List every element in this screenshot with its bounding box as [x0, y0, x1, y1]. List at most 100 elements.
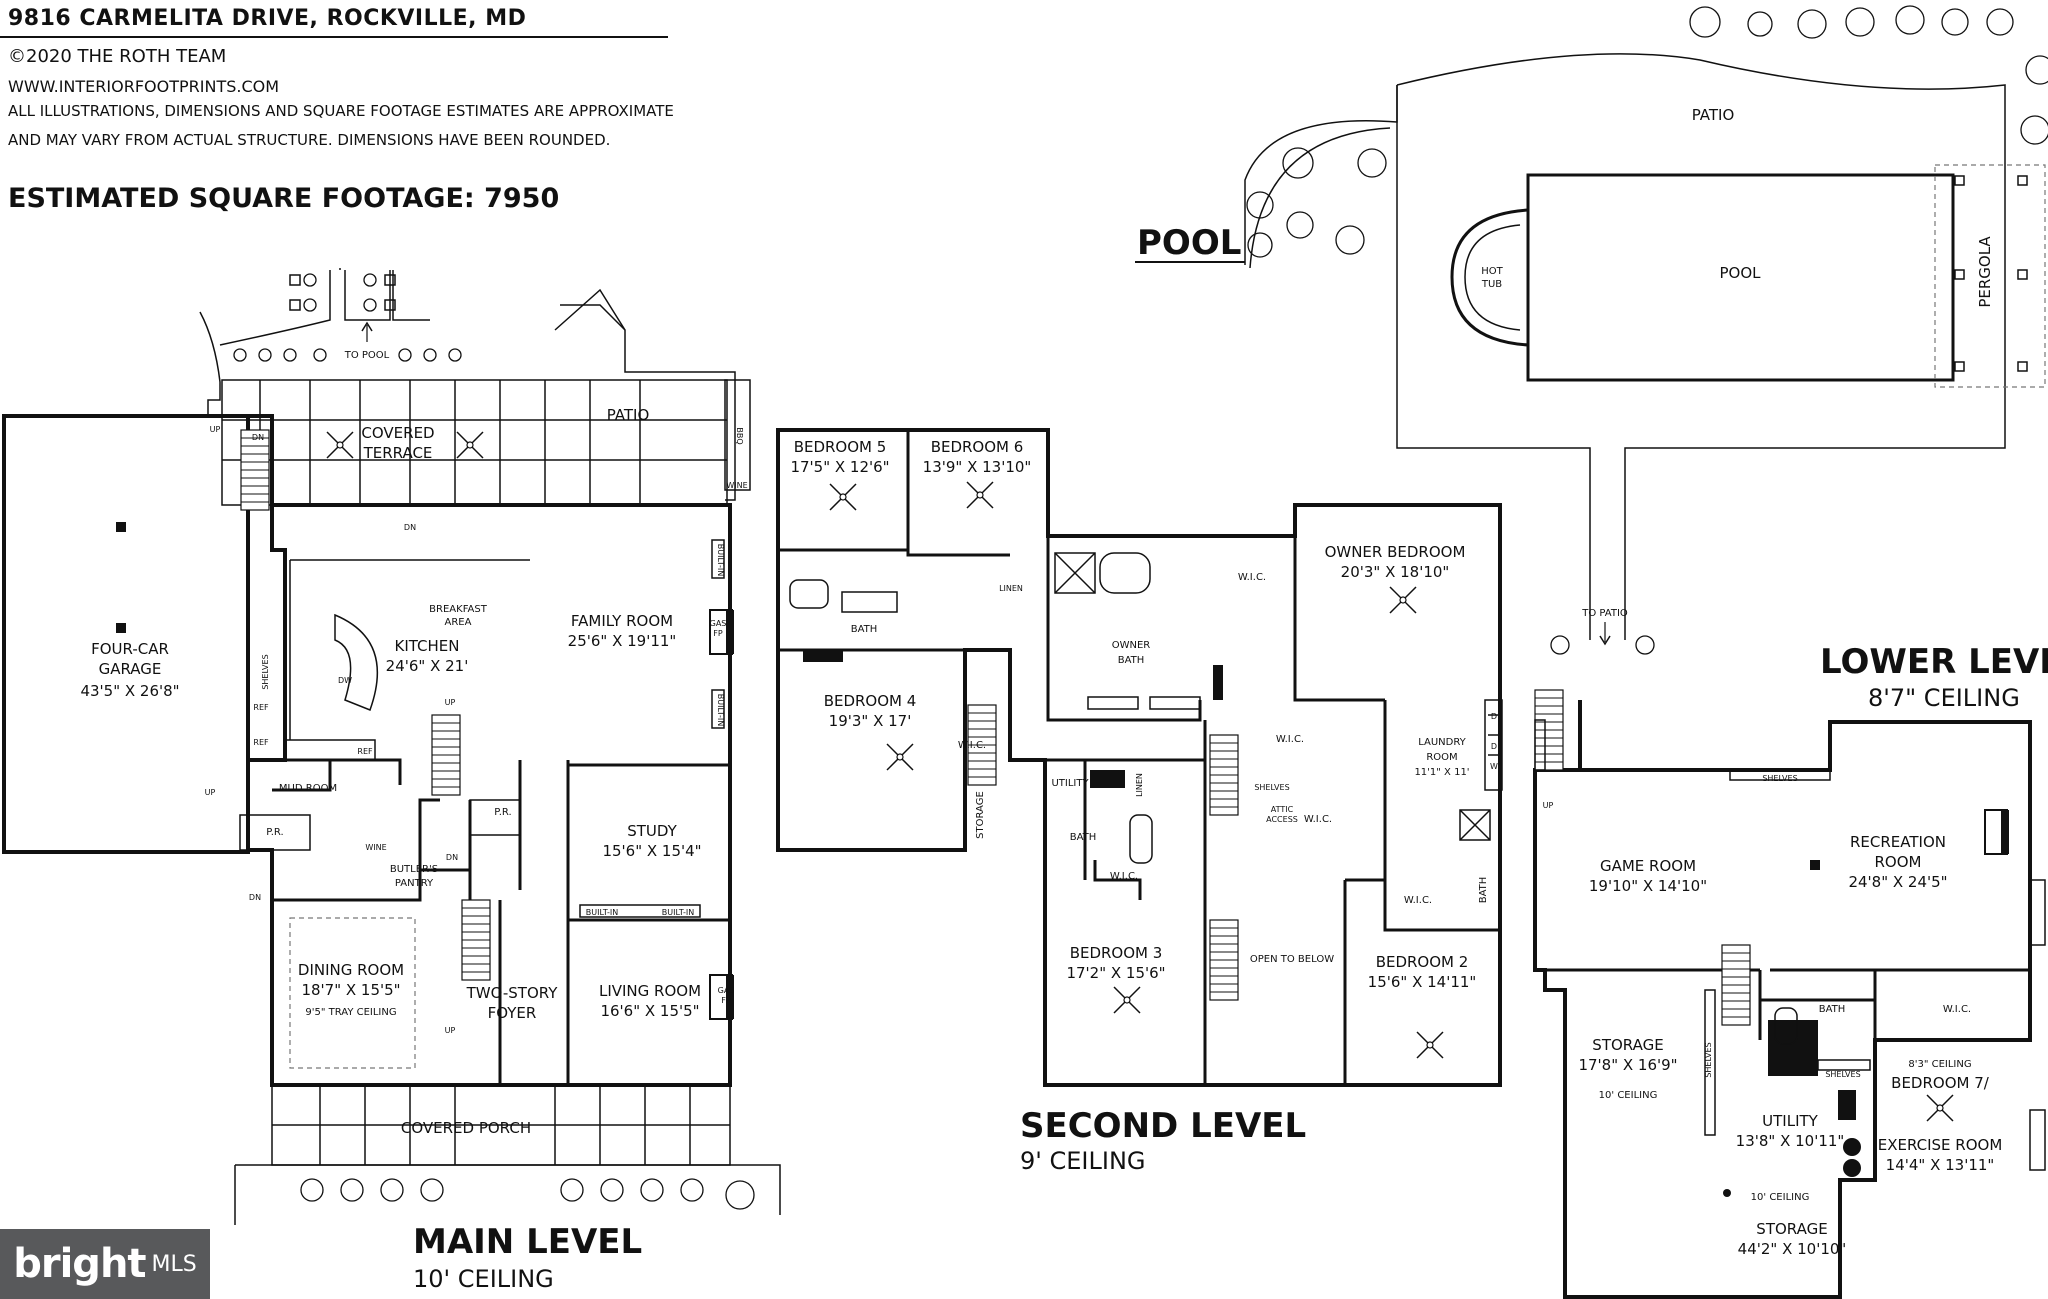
- lower-utility-label: UTILITY: [1762, 1112, 1819, 1130]
- study-dims: 15'6" X 15'4": [602, 842, 701, 860]
- linen-label-1: LINEN: [999, 584, 1023, 593]
- bath-label-2: BATH: [1070, 832, 1097, 843]
- copyright-text: ©2020 THE ROTH TEAM: [8, 46, 227, 67]
- bedroom6-dims: 13'9" X 13'10": [923, 458, 1032, 476]
- bedroom2-dims: 15'6" X 14'11": [1368, 973, 1477, 991]
- main-up-label-2: UP: [210, 425, 221, 434]
- washer-label: W: [1490, 762, 1498, 771]
- storage-1-label: STORAGE: [1592, 1036, 1663, 1054]
- kitchen-island: [334, 613, 378, 711]
- pool-area-title: POOL: [1137, 223, 1241, 263]
- storage-2-ceiling: 10' CEILING: [1751, 1192, 1810, 1203]
- breakfast-label-1: BREAKFAST: [429, 604, 488, 615]
- living-room-label: LIVING ROOM: [599, 982, 701, 1000]
- laundry-dims: 11'1" X 11': [1414, 767, 1469, 778]
- second-house-outline: [776, 428, 1502, 1087]
- built-in-label-1: BUILT-IN: [716, 544, 725, 576]
- utility-unit: [1090, 770, 1125, 788]
- dryer-label-2: D: [1491, 742, 1497, 751]
- open-to-below-label: OPEN TO BELOW: [1250, 954, 1334, 965]
- foyer-label-2: FOYER: [488, 1004, 537, 1022]
- living-room-dims: 16'6" X 15'5": [600, 1002, 699, 1020]
- main-back-patio: BBQ WINE TO POOL COVERED TERRACE PATIO: [199, 268, 751, 506]
- storage-2-label: STORAGE: [1756, 1220, 1827, 1238]
- wic-label-3: W.I.C.: [1304, 814, 1332, 825]
- main-up-label-1: UP: [205, 788, 216, 797]
- laundry-label-2: ROOM: [1426, 752, 1457, 763]
- game-room-dims: 19'10" X 14'10": [1589, 877, 1707, 895]
- breakfast-label-2: AREA: [445, 617, 472, 628]
- website-text: WWW.INTERIORFOOTPRINTS.COM: [8, 77, 280, 96]
- bath-label-3: BATH: [1478, 877, 1489, 904]
- exercise-room-label: EXERCISE ROOM: [1878, 1136, 2003, 1154]
- bedroom6-label: BEDROOM 6: [931, 438, 1024, 456]
- built-in-label-4: BUILT-IN: [662, 908, 694, 917]
- ref-label-2: REF: [253, 738, 269, 747]
- storage-1-ceiling: 10' CEILING: [1599, 1090, 1658, 1101]
- ref-label-3: REF: [357, 747, 373, 756]
- garage-label-2: GARAGE: [99, 660, 162, 678]
- bedroom5-label: BEDROOM 5: [794, 438, 887, 456]
- recreation-label-2: ROOM: [1875, 853, 1922, 871]
- kitchen-dims: 24'6" X 21': [386, 657, 469, 675]
- attic-label-2: ACCESS: [1266, 815, 1298, 824]
- lower-shelves-label-3: SHELVES: [1825, 1070, 1860, 1079]
- watermark-suffix: MLS: [151, 1251, 197, 1277]
- dryer-label-1: D: [1491, 712, 1497, 721]
- butlers-pantry-label-2: PANTRY: [395, 878, 434, 889]
- dining-room-label: DINING ROOM: [298, 961, 404, 979]
- dw-label: DW: [338, 676, 352, 685]
- family-room-dims: 25'6" X 19'11": [568, 632, 677, 650]
- main-level: BBQ WINE TO POOL COVERED TERRACE PATIO F…: [2, 268, 781, 1293]
- bedroom7-ceiling: 8'3" CEILING: [1908, 1059, 1971, 1070]
- kitchen-label: KITCHEN: [395, 637, 460, 655]
- wine-label: WINE: [365, 843, 386, 852]
- owner-bedroom-label: OWNER BEDROOM: [1325, 543, 1466, 561]
- storage-1-dims: 17'8" X 16'9": [1578, 1056, 1677, 1074]
- attic-label-1: ATTIC: [1271, 805, 1294, 814]
- dining-room-dims: 18'7" X 15'5": [301, 981, 400, 999]
- second-level-title: SECOND LEVEL: [1020, 1106, 1306, 1146]
- shelves-label: SHELVES: [1254, 783, 1289, 792]
- built-in-label-3: BUILT-IN: [586, 908, 618, 917]
- wic-label-1: W.I.C.: [1238, 572, 1266, 583]
- bedroom7-label: BEDROOM 7/: [1891, 1074, 1990, 1092]
- foyer-label-1: TWO-STORY: [466, 984, 559, 1002]
- owner-bath-label-2: BATH: [1118, 655, 1145, 666]
- garage-label-1: FOUR-CAR: [91, 640, 169, 658]
- storage-label: STORAGE: [975, 791, 986, 839]
- pool-patio-label: PATIO: [1692, 106, 1735, 124]
- bright-mls-watermark: bright MLS: [0, 1229, 210, 1299]
- dining-tray-ceiling: 9'5" TRAY CEILING: [305, 1007, 396, 1018]
- bedroom4-dims: 19'3" X 17': [829, 712, 912, 730]
- header-divider: [0, 36, 668, 38]
- wic-label-4: W.I.C.: [958, 740, 986, 751]
- lower-up-label: UP: [1543, 801, 1554, 810]
- main-up-label-4: UP: [445, 1026, 456, 1035]
- covered-porch-label: COVERED PORCH: [401, 1119, 531, 1137]
- lower-level: LOWER LEVEL 8'7" CEILING GAME ROOM 19'10…: [1533, 642, 2048, 1299]
- wic-label-2: W.I.C.: [1276, 734, 1304, 745]
- built-in-label-2: BUILT-IN: [716, 694, 725, 726]
- hot-tub-label-1: HOT: [1481, 266, 1503, 277]
- garage: [2, 414, 250, 854]
- lower-utility-dims: 13'8" X 10'11": [1736, 1132, 1845, 1150]
- family-gas-fp-2: FP: [713, 629, 723, 638]
- main-up-label-3: UP: [445, 698, 456, 707]
- to-patio-label: TO PATIO: [1581, 608, 1628, 619]
- covered-terrace-label-2: TERRACE: [363, 444, 433, 462]
- study-label: STUDY: [627, 822, 677, 840]
- bedroom3-dims: 17'2" X 15'6": [1066, 964, 1165, 982]
- hot-tub-label-2: TUB: [1481, 279, 1502, 290]
- lower-level-title: LOWER LEVEL: [1820, 642, 2048, 682]
- disclaimer-line-1: ALL ILLUSTRATIONS, DIMENSIONS AND SQUARE…: [8, 102, 674, 120]
- family-room-label: FAMILY ROOM: [571, 612, 673, 630]
- laundry-label-1: LAUNDRY: [1418, 737, 1466, 748]
- game-room-label: GAME ROOM: [1600, 857, 1696, 875]
- living-gas-fp-2: FP: [721, 996, 731, 1005]
- pool-area: POOL PATIO POOL HOT TUB PERGOLA TO PATIO: [1135, 5, 2048, 655]
- main-level-title: MAIN LEVEL: [413, 1222, 642, 1262]
- square-footage: ESTIMATED SQUARE FOOTAGE: 7950: [8, 183, 560, 214]
- bedroom3-label: BEDROOM 3: [1070, 944, 1163, 962]
